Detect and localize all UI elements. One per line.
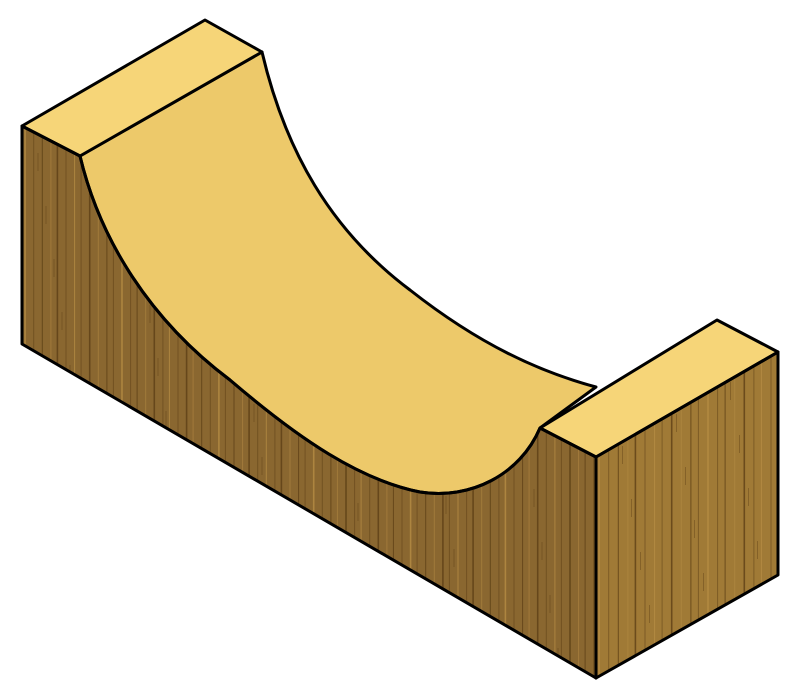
front-face-outline: [20, 124, 598, 680]
side-face-outline: [594, 350, 780, 680]
front-face-fill: [22, 126, 596, 678]
side-face-fill: [596, 352, 778, 678]
outlines: [20, 124, 780, 680]
ramp-curve-surface: [78, 50, 598, 495]
